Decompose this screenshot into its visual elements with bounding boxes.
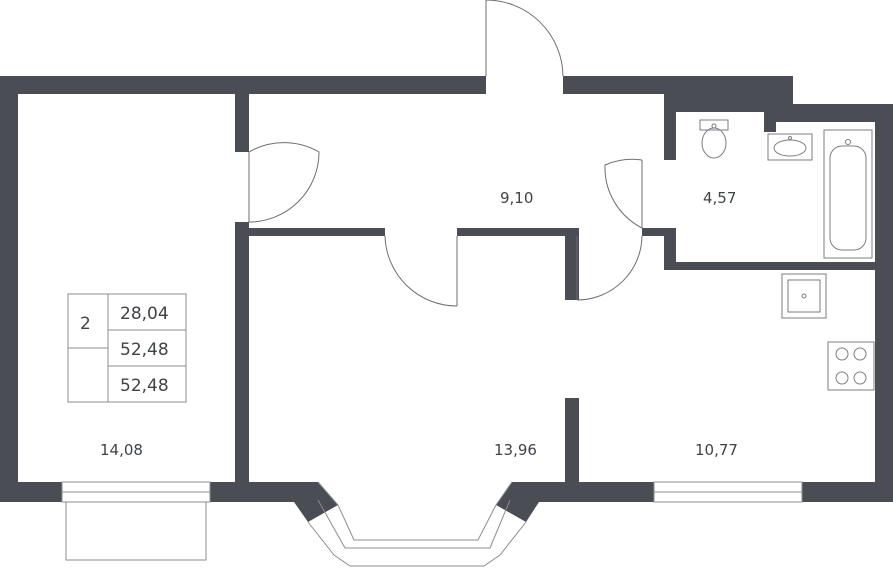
- room-area-middle: 13,96: [494, 441, 537, 459]
- room-labels: 14,08 9,10 4,57 13,96 10,77: [100, 189, 738, 459]
- toilet-icon: [699, 119, 729, 159]
- total-area-with-balcony: 52,48: [120, 376, 169, 396]
- room-area-bathroom: 4,57: [703, 189, 736, 207]
- sink-icon: [767, 133, 813, 161]
- windows: [61, 481, 803, 567]
- bathtub-icon: [823, 129, 873, 259]
- interior-walls: [235, 94, 875, 482]
- walls: [0, 76, 893, 522]
- living-area: 28,04: [120, 304, 169, 324]
- room-area-left: 14,08: [100, 441, 143, 459]
- stove-icon: [827, 341, 875, 391]
- doors: [248, 0, 643, 307]
- room-area-kitchen: 10,77: [695, 441, 738, 459]
- info-box: 2 28,04 52,48 52,48: [67, 293, 187, 403]
- total-area: 52,48: [120, 340, 169, 360]
- kitchen-sink-icon: [781, 273, 827, 319]
- rooms-count: 2: [80, 314, 91, 334]
- room-area-hall: 9,10: [500, 189, 533, 207]
